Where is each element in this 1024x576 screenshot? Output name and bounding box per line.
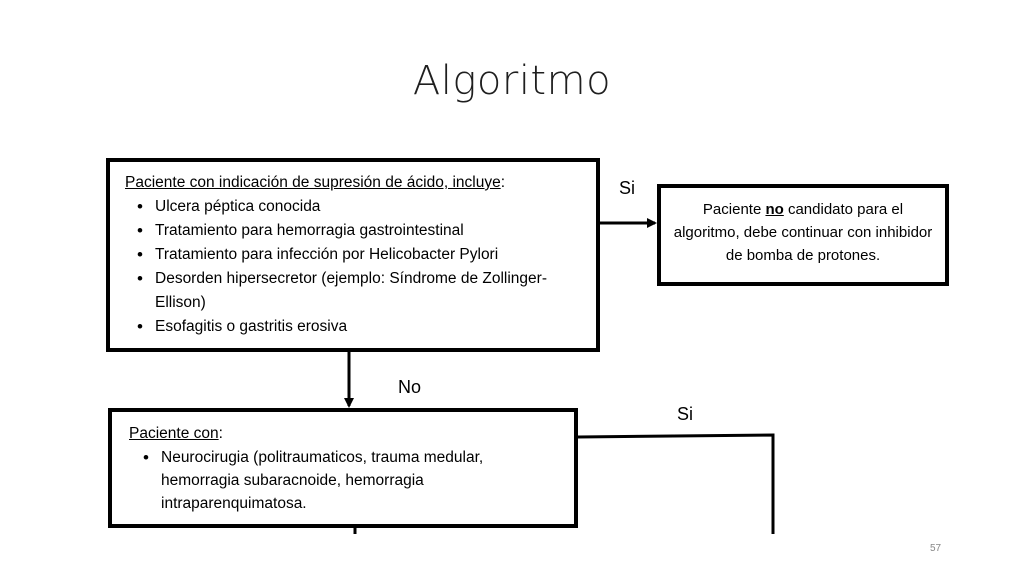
box-right-text-after: candidato para el algoritmo, debe contin…	[673, 201, 933, 264]
label-yes-2: Si	[677, 404, 694, 424]
box-right-text-before: Paciente	[702, 201, 766, 218]
list-item: Neurocirugia (politraumaticos, trauma me…	[143, 446, 560, 515]
list-item: Tratamiento para hemorragia gastrointest…	[137, 219, 582, 243]
box-second-list: Neurocirugia (politraumaticos, trauma me…	[129, 446, 560, 515]
box-patient-with: Paciente con: Neurocirugia (politraumati…	[108, 408, 578, 528]
slide-title: Algoritmo	[412, 58, 612, 104]
slide-bottom-mask	[100, 534, 800, 576]
box-second-header-suffix: :	[218, 425, 223, 442]
box-main-header: Paciente con indicación de supresión de …	[125, 171, 582, 195]
box-main-header-suffix: :	[500, 174, 505, 191]
box-second-header: Paciente con:	[129, 422, 560, 446]
box-not-candidate: Paciente no candidato para el algoritmo,…	[657, 184, 949, 286]
list-item: Desorden hipersecretor (ejemplo: Síndrom…	[137, 267, 582, 315]
box-main-header-text: Paciente con indicación de supresión de …	[125, 174, 501, 191]
connector-yes-2	[577, 433, 775, 540]
list-item: Esofagitis o gastritis erosiva	[137, 315, 582, 339]
label-no: No	[398, 377, 422, 397]
page-number: 57	[930, 543, 942, 554]
box-acid-suppression-indication: Paciente con indicación de supresión de …	[106, 158, 600, 352]
box-second-header-text: Paciente con	[129, 425, 219, 442]
box-main-list: Ulcera péptica conocida Tratamiento para…	[125, 195, 582, 339]
box-right-emphasis: no	[765, 201, 784, 218]
list-item: Tratamiento para infección por Helicobac…	[137, 243, 582, 267]
label-yes-1: Si	[619, 178, 636, 198]
list-item: Ulcera péptica conocida	[137, 195, 582, 219]
